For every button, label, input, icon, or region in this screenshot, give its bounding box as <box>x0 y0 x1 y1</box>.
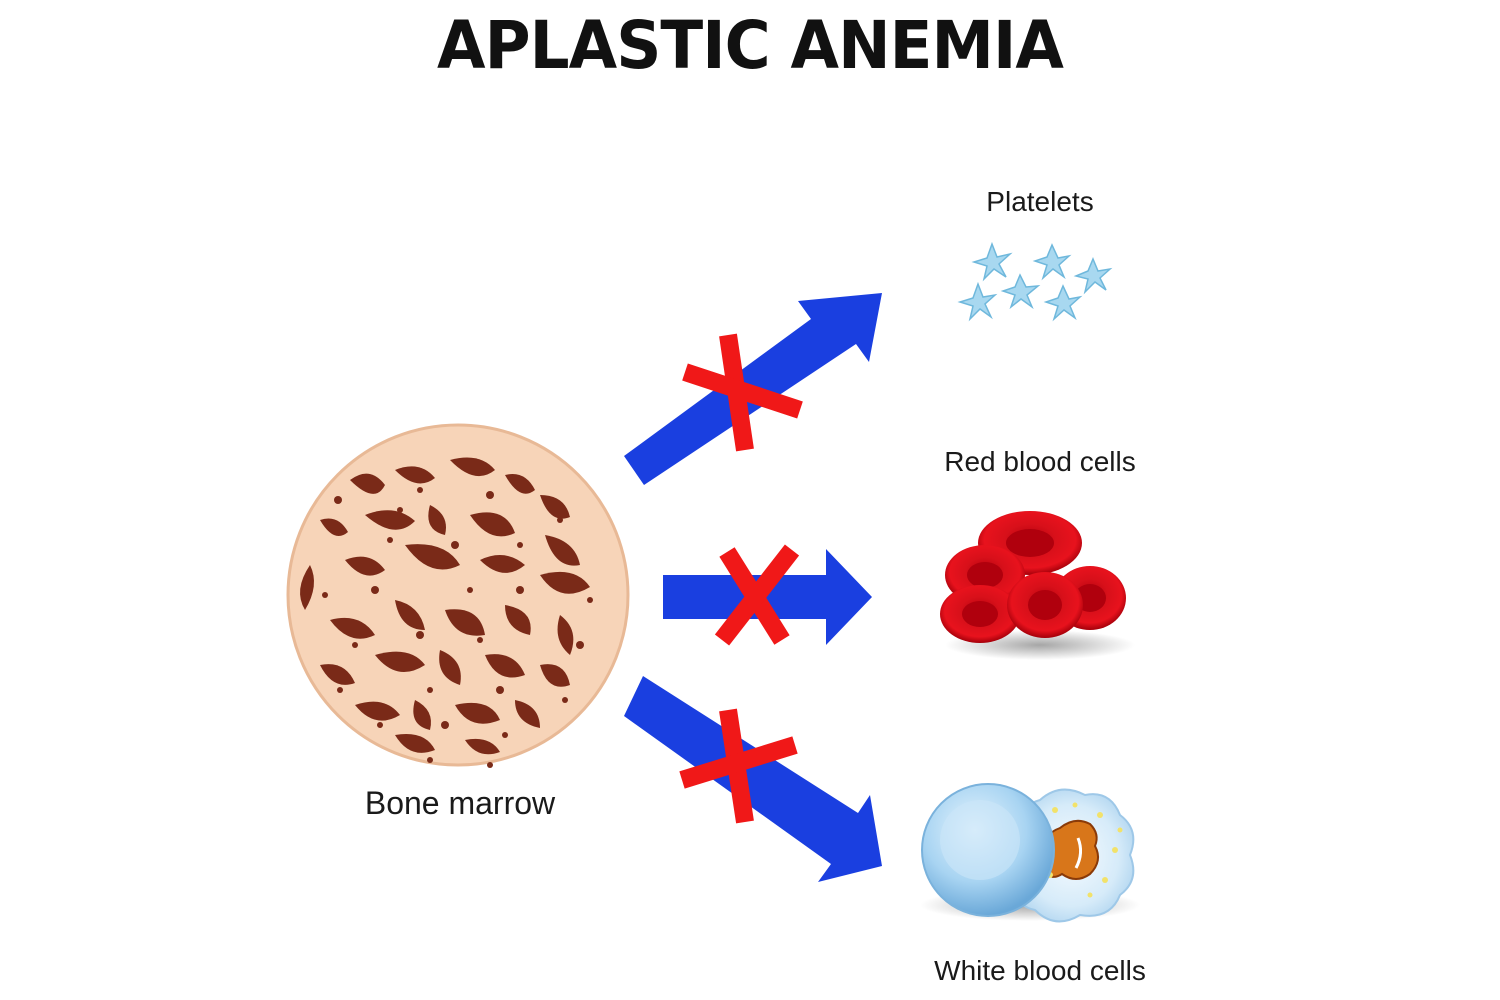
bone-marrow-icon <box>286 423 630 768</box>
arrow-to-white-blood-cells <box>624 676 882 882</box>
page-title: APLASTIC ANEMIA <box>437 7 1064 84</box>
white-blood-cells-icon <box>920 783 1140 923</box>
block-mark-platelets <box>682 333 803 452</box>
block-mark-white-blood-cells <box>679 708 798 824</box>
bone-marrow-label: Bone marrow <box>364 785 556 821</box>
white-blood-cells-label: White blood cells <box>934 955 1146 986</box>
platelets-label: Platelets <box>986 186 1094 217</box>
red-blood-cells-label: Red blood cells <box>944 446 1136 477</box>
red-blood-cells-icon <box>940 511 1135 660</box>
platelets-icon <box>957 241 1113 322</box>
block-mark-red-blood-cells <box>714 544 800 646</box>
arrow-to-red-blood-cells <box>663 549 872 645</box>
